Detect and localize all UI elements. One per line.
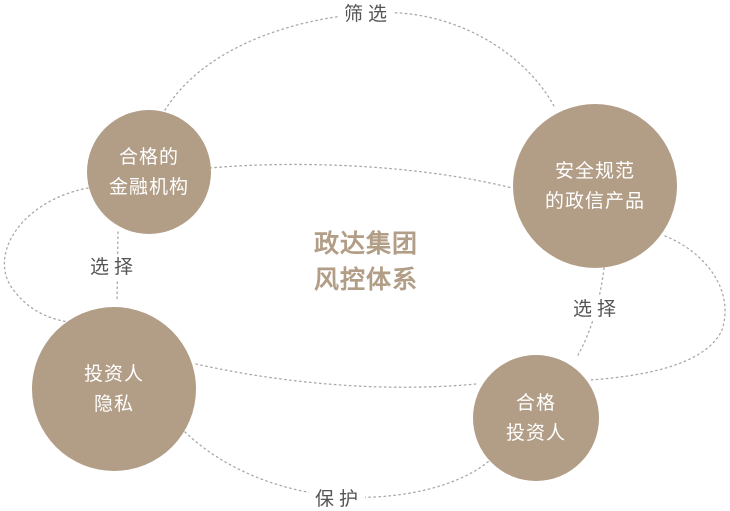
node-safe-products-line1: 安全规范 <box>554 160 635 182</box>
center-title: 政达集团 风控体系 <box>296 226 436 298</box>
node-investor-privacy: 投资人 隐私 <box>32 307 196 471</box>
node-qualified-investor: 合格 投资人 <box>473 355 599 481</box>
band-top <box>209 163 513 189</box>
node-qualified-investor-line2: 投资人 <box>505 422 566 444</box>
oval-left <box>3 187 89 323</box>
edge-label-select-left: 选择 <box>84 255 141 279</box>
node-qualified-institution-line2: 金融机构 <box>108 176 189 198</box>
center-title-line2: 风控体系 <box>313 265 418 294</box>
center-title-line1: 政达集团 <box>313 229 418 258</box>
node-safe-products-line2: 的政信产品 <box>544 190 645 212</box>
oval-right <box>589 235 726 381</box>
node-safe-products: 安全规范 的政信产品 <box>513 104 677 268</box>
node-qualified-investor-line1: 合格 <box>515 392 556 414</box>
node-investor-privacy-line1: 投资人 <box>83 363 144 385</box>
edge-label-screen: 筛选 <box>338 2 395 26</box>
node-qualified-institution-line1: 合格的 <box>118 146 179 168</box>
arc-screen <box>164 12 556 111</box>
line-select-left <box>116 231 119 301</box>
edge-label-select-right: 选择 <box>567 297 624 321</box>
node-investor-privacy-line2: 隐私 <box>93 393 134 415</box>
node-qualified-institution: 合格的 金融机构 <box>87 110 211 234</box>
band-bottom <box>195 363 477 388</box>
edge-label-protect: 保护 <box>309 487 366 511</box>
arc-protect <box>184 431 491 498</box>
